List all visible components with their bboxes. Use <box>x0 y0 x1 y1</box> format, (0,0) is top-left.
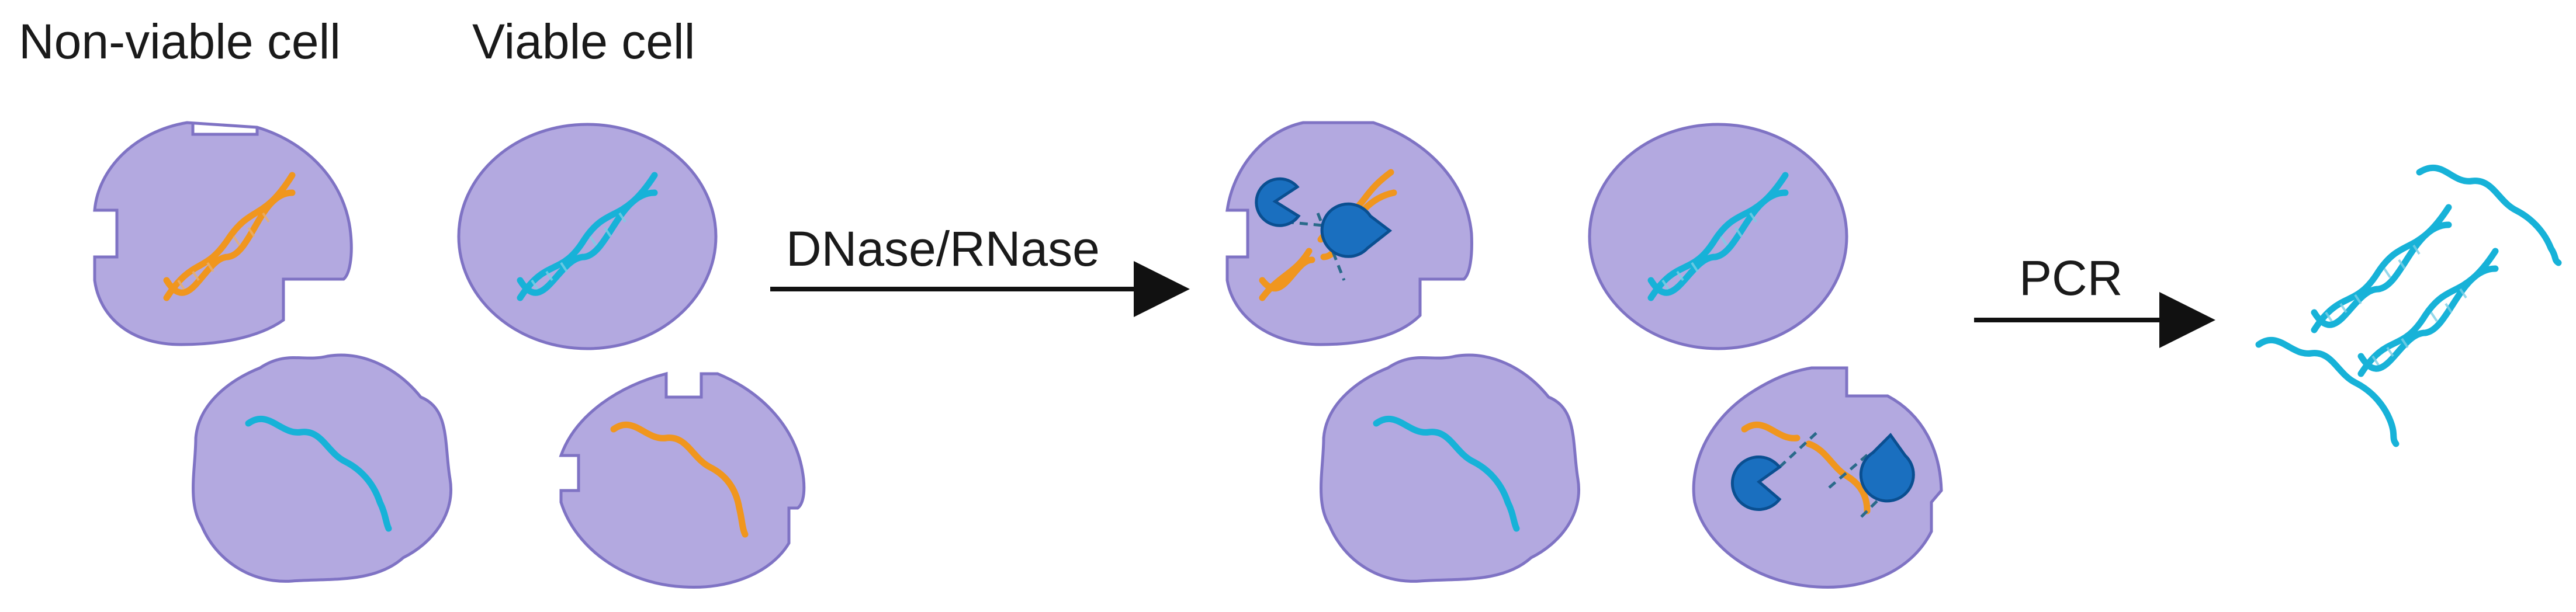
non-viable-cell-rna-orange <box>559 371 806 589</box>
pac-man-nuclease-icon <box>1320 202 1393 258</box>
pcr-arrow-group: PCR <box>1974 251 2215 348</box>
cell-membrane-damaged <box>559 371 806 589</box>
cyan-dna-helix <box>2357 248 2499 377</box>
cyan-rna-strand <box>2255 337 2400 447</box>
cell-membrane-wavy <box>192 353 452 583</box>
pcr-label: PCR <box>2019 251 2123 305</box>
non-viable-cell-label: Non-viable cell <box>19 14 341 69</box>
cell-membrane-damaged <box>93 121 353 346</box>
cell-membrane-wavy <box>1320 353 1580 583</box>
viable-cell-label: Viable cell <box>472 14 695 69</box>
cyan-rna-strand <box>1373 416 1520 532</box>
orange-rna-strand <box>610 422 749 538</box>
cyan-rna-strand <box>2416 165 2562 266</box>
non-viable-cell <box>93 121 353 346</box>
non-viable-cell-rna <box>192 353 452 583</box>
viable-cell-rna <box>1320 353 1580 583</box>
dnase-rnase-label: DNase/RNase <box>786 221 1100 276</box>
orange-dna-helix <box>163 172 296 301</box>
cyan-dna-helix <box>517 172 658 301</box>
pac-man-nuclease-icon <box>1730 455 1782 511</box>
treated-non-viable-cell-rna <box>1692 366 1943 589</box>
cyan-dna-helix <box>2311 204 2452 333</box>
dnase-rnase-arrow-group: DNase/RNase <box>770 221 1190 317</box>
cyan-rna-strand <box>245 416 392 532</box>
pac-man-nuclease-icon <box>1859 433 1915 503</box>
cyan-dna-helix <box>1647 172 1789 301</box>
pcr-products <box>2255 165 2562 447</box>
pac-man-nuclease-icon <box>1255 177 1301 227</box>
